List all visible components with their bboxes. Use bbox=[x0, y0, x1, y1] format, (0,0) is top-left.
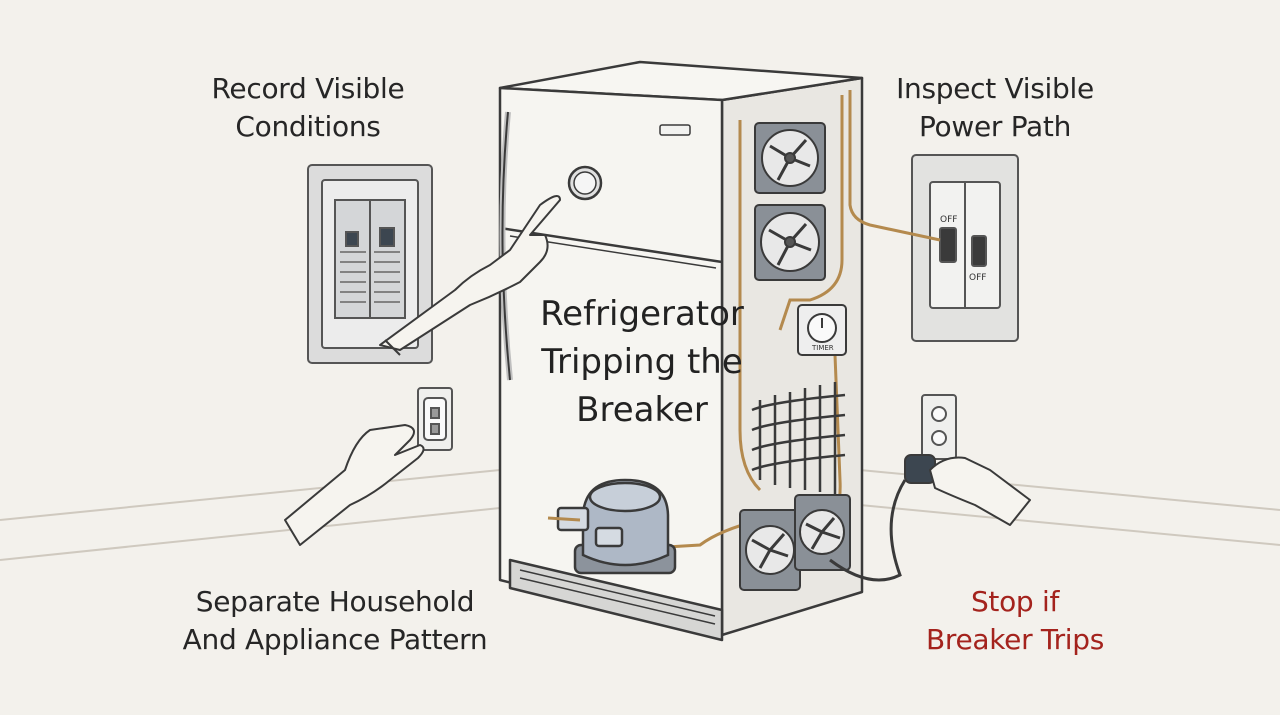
title-line-1: Refrigerator bbox=[540, 294, 744, 334]
switch-off-label-top: OFF bbox=[940, 215, 957, 225]
step-stop-line-1: Stop if bbox=[970, 585, 1060, 618]
step-record-line-1: Record Visible bbox=[211, 72, 405, 105]
step-stop-if-breaker-trips: Stop if Breaker Trips bbox=[900, 583, 1130, 659]
fan-icon bbox=[794, 494, 851, 571]
breaker-panel-icon bbox=[307, 164, 433, 364]
hand-icon bbox=[929, 456, 1031, 526]
condenser-coil bbox=[751, 382, 846, 494]
hand-icon bbox=[284, 424, 425, 546]
fan-icon bbox=[754, 122, 826, 194]
step-separate-household-and-appliance-pattern: Separate Household And Appliance Pattern bbox=[160, 583, 510, 659]
step-inspect-line-2: Power Path bbox=[918, 110, 1072, 143]
step-record-visible-conditions: Record Visible Conditions bbox=[188, 70, 428, 146]
title-line-2: Tripping the bbox=[541, 342, 743, 382]
step-separate-line-2: And Appliance Pattern bbox=[182, 623, 488, 656]
wall-outlet-icon bbox=[921, 394, 957, 460]
hand-icon bbox=[379, 195, 561, 356]
power-switch-icon bbox=[939, 227, 957, 263]
step-separate-line-1: Separate Household bbox=[195, 585, 475, 618]
step-inspect-visible-power-path: Inspect Visible Power Path bbox=[870, 70, 1120, 146]
timer-icon: TIMER bbox=[797, 304, 847, 356]
step-stop-line-2: Breaker Trips bbox=[925, 623, 1105, 656]
step-record-line-2: Conditions bbox=[235, 110, 381, 143]
switch-off-label-bottom: OFF bbox=[969, 273, 986, 283]
power-switch-panel: OFF OFF bbox=[911, 154, 1019, 342]
fan-icon bbox=[739, 509, 801, 591]
fan-icon bbox=[754, 204, 826, 281]
power-cord bbox=[829, 479, 907, 582]
wall-outlet-icon bbox=[417, 387, 453, 451]
timer-label: TIMER bbox=[811, 344, 834, 352]
compressor-icon bbox=[556, 478, 677, 575]
title-line-3: Breaker bbox=[576, 390, 708, 430]
diagram-title: Refrigerator Tripping the Breaker bbox=[512, 290, 772, 434]
step-inspect-line-1: Inspect Visible bbox=[896, 72, 1094, 105]
